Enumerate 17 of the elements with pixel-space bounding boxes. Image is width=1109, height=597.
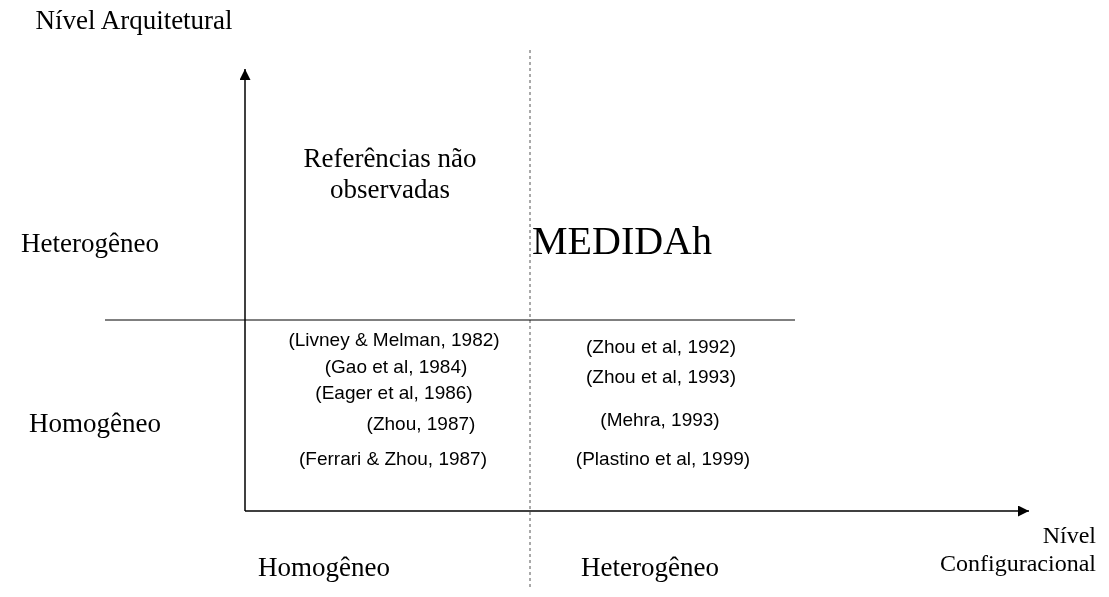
- column-label: Homogêneo: [258, 552, 390, 584]
- column-label: Heterogêneo: [581, 552, 719, 584]
- citation: (Plastino et al, 1999): [575, 448, 751, 470]
- citation: (Zhou et al, 1993): [586, 366, 736, 388]
- quadrant-title: MEDIDAh: [532, 218, 712, 264]
- row-label: Heterogêneo: [21, 228, 159, 260]
- citation: (Zhou et al, 1992): [586, 336, 736, 358]
- axis-title: Nível Arquitetural: [35, 5, 233, 37]
- quadrant-label: Referências não observadas: [302, 142, 478, 206]
- citation: (Eager et al, 1986): [315, 382, 473, 404]
- citation: (Gao et al, 1984): [324, 356, 468, 378]
- axis-title: Nível Configuracional: [939, 522, 1096, 578]
- row-label: Homogêneo: [29, 408, 161, 440]
- citation: (Mehra, 1993): [600, 409, 720, 431]
- citation: (Livney & Melman, 1982): [288, 329, 500, 351]
- citation: (Ferrari & Zhou, 1987): [299, 448, 487, 470]
- citation: (Zhou, 1987): [366, 413, 476, 435]
